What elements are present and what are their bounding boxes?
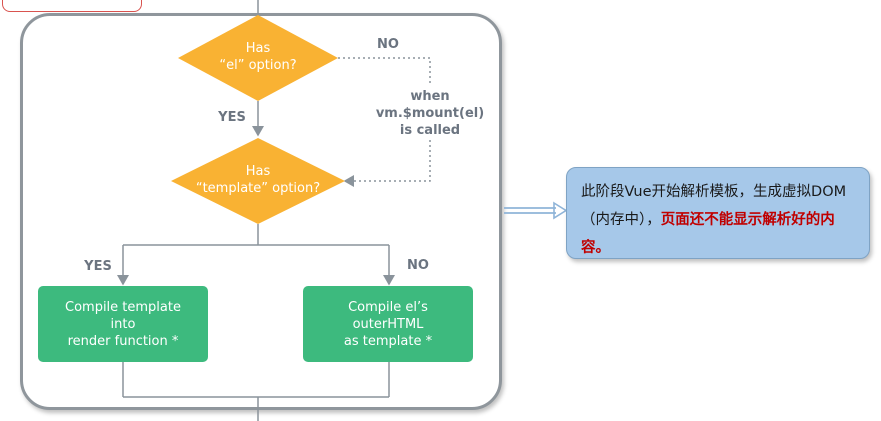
decision-el-line1: Has — [245, 41, 271, 56]
compile-template-line1: Compile template — [65, 299, 181, 315]
compile-template-line2: into — [110, 316, 136, 332]
label-yes-mid: YES — [218, 110, 246, 125]
label-when-line3: is called — [399, 123, 461, 138]
label-no-top: NO — [377, 37, 399, 52]
compile-el-line2: outerHTML — [352, 316, 424, 332]
compile-el-box: Compile el’s outerHTML as template * — [303, 286, 473, 362]
decision-el-diamond — [178, 15, 338, 101]
decision-template-diamond — [171, 138, 345, 224]
note-normal-text: 此阶段Vue开始解析模板，生成虚拟DOM（内存中）， — [581, 184, 847, 228]
decision-template-text: Has “template” option? — [173, 163, 343, 197]
explanation-note: 此阶段Vue开始解析模板，生成虚拟DOM（内存中），页面还不能显示解析好的内容。 — [566, 167, 870, 259]
label-when-line1: when — [410, 89, 450, 104]
top-partial-box — [2, 0, 142, 12]
label-when-line2: vm.$mount(el) — [375, 106, 485, 121]
compile-el-line3: as template * — [343, 333, 433, 349]
label-when-mount: when vm.$mount(el) is called — [370, 88, 490, 139]
connector-no-dotted — [338, 57, 431, 84]
decision-el-line2: “el” option? — [219, 58, 297, 73]
decision-el-text: Has “el” option? — [198, 40, 318, 74]
compile-template-line3: render function * — [67, 333, 179, 349]
connector-mount-dotted — [343, 140, 431, 187]
compile-template-box: Compile template into render function * — [38, 286, 208, 362]
decision-template-line2: “template” option? — [195, 181, 321, 196]
compile-el-line1: Compile el’s — [348, 299, 428, 315]
label-no-right: NO — [407, 258, 429, 273]
arrow-to-note-head — [553, 201, 568, 220]
note-highlight-text: 页面还不能显示解析好的内容。 — [581, 212, 835, 256]
decision-template-line1: Has — [245, 164, 271, 179]
label-yes-left: YES — [84, 259, 112, 274]
